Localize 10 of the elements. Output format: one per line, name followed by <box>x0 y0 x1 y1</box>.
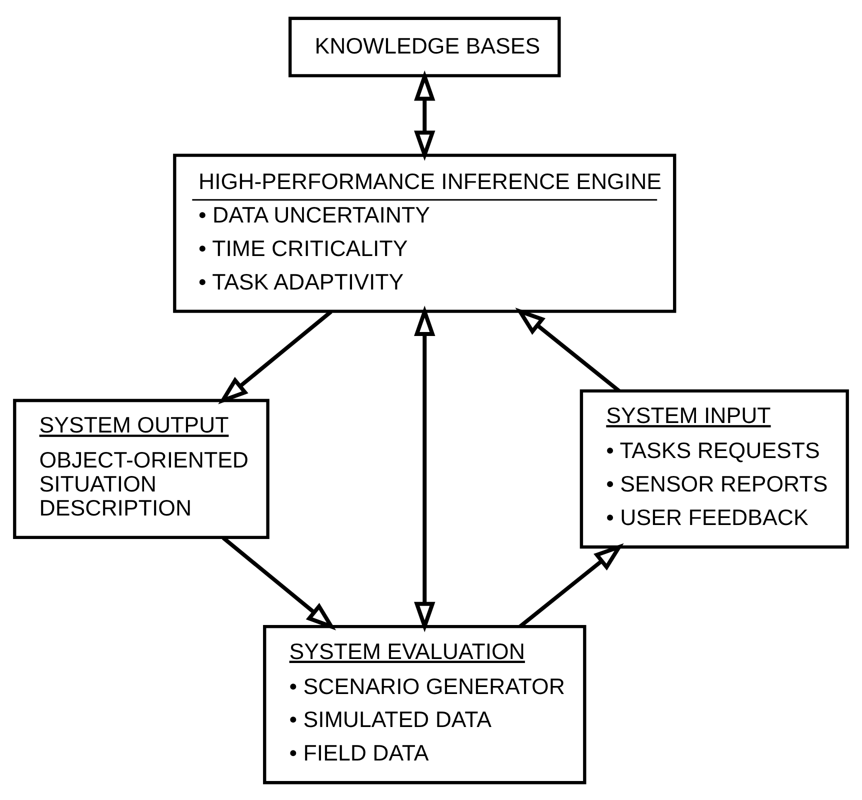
arrow <box>414 70 436 160</box>
node-box: SYSTEM OUTPUT OBJECT-ORIENTED SITUATION DESCRIPTION <box>13 398 270 539</box>
node-box: SYSTEM INPUT • TASKS REQUESTS • SENSOR REPORTS • USER FEEDBACK <box>580 388 849 548</box>
arrow <box>218 310 332 404</box>
node-box: KNOWLEDGE BASES <box>288 16 561 77</box>
arrow <box>518 542 624 628</box>
node-box: HIGH-PERFORMANCE INFERENCE ENGINE • DATA UNCERTAINTY • TIME CRITICALITY • TASK ADAPTIVITY <box>173 153 676 312</box>
arrow <box>414 305 436 632</box>
node-box: SYSTEM EVALUATION • SCENARIO GENERATOR • SIMULATED DATA • FIELD DATA <box>263 624 586 784</box>
arrow <box>515 307 620 392</box>
